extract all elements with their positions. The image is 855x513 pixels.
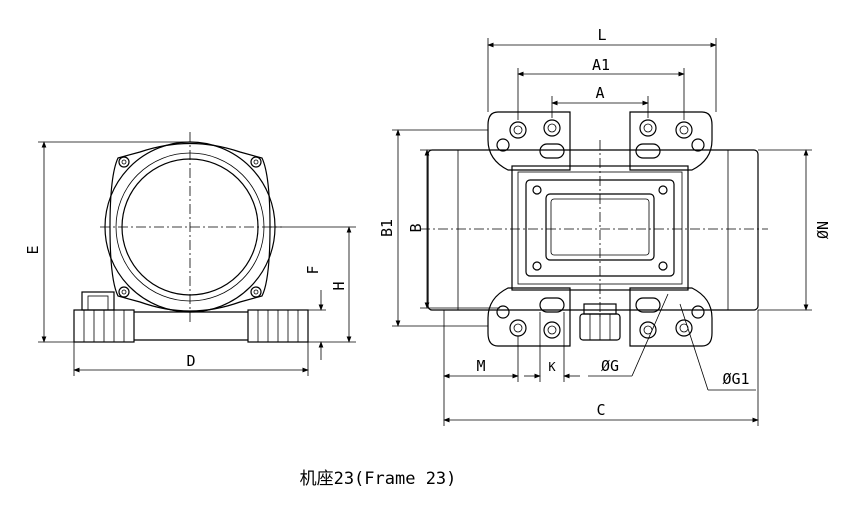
mount-plate-bottom-left	[487, 287, 571, 347]
drawing-caption: 机座23(Frame 23)	[300, 469, 457, 489]
flange-bolts	[118, 156, 262, 298]
dim-label-B1: B1	[378, 219, 396, 237]
dim-label-C: C	[596, 401, 605, 419]
dim-label-G1: ØG1	[722, 370, 749, 388]
dim-label-N: ØN	[814, 221, 832, 239]
dim-label-F: F	[304, 265, 322, 274]
front-view: E D H F	[24, 132, 356, 376]
dim-label-G: ØG	[601, 357, 619, 375]
terminal-screws	[532, 185, 668, 271]
mount-plate-top-right	[629, 111, 713, 171]
dim-label-D: D	[186, 352, 195, 370]
dim-label-M: M	[476, 357, 485, 375]
mount-plate-top-left	[487, 111, 571, 171]
mount-plate-bottom-right	[629, 287, 713, 347]
plan-view: L A1 A B1 B ØN M K	[378, 26, 832, 426]
dim-label-H: H	[330, 281, 348, 290]
dim-label-K: K	[548, 360, 556, 374]
dim-label-E: E	[24, 245, 42, 254]
motor-body	[427, 149, 759, 311]
dim-label-L: L	[597, 26, 606, 44]
dim-label-B: B	[407, 223, 425, 232]
dim-label-A: A	[595, 84, 604, 102]
dim-label-A1: A1	[592, 56, 610, 74]
flange-outline	[109, 142, 271, 312]
